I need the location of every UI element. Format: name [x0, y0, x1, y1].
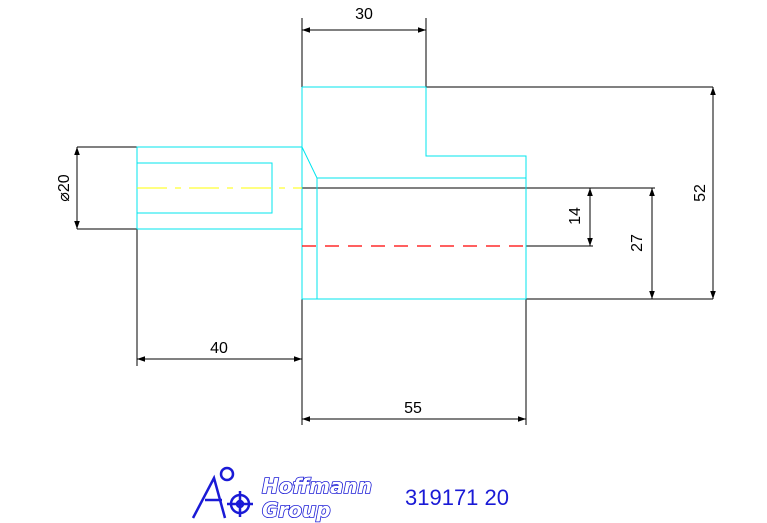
- hidden-lines: [136, 86, 527, 300]
- dim-shaft-length: 40: [210, 340, 228, 357]
- dimension-lines: [74, 27, 716, 422]
- brand-line1: Hoffmann: [262, 474, 372, 498]
- dim-overall-height: 52: [692, 184, 709, 202]
- dim-height-27: 27: [629, 234, 646, 252]
- dim-diameter: ⌀20: [56, 174, 73, 202]
- dim-top-width: 30: [355, 6, 373, 23]
- dim-body-length: 55: [404, 400, 422, 417]
- brand-line2: Group: [262, 498, 331, 522]
- part-number: 319171 20: [405, 485, 509, 510]
- dim-height-14: 14: [567, 207, 584, 225]
- hoffmann-logo-icon: [191, 466, 253, 519]
- part-outline: [77, 18, 713, 425]
